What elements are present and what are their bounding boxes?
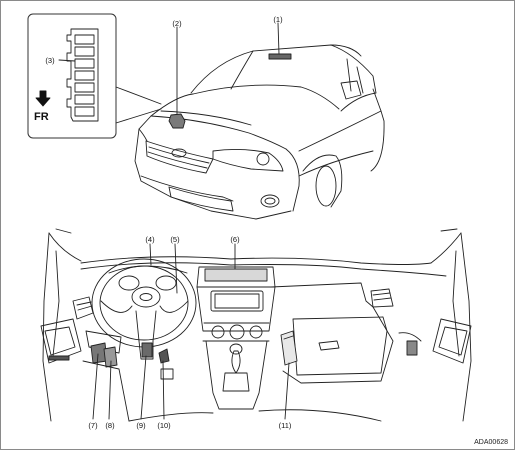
leader-1 [277,22,280,55]
callout-8: (8) [105,421,115,430]
front-direction-label: FR [34,111,49,123]
callout-3: (3) [45,56,55,65]
inset-leader-top [115,86,162,105]
leader-10 [162,360,165,420]
callout-11: (11) [278,421,292,430]
leader-5 [174,243,178,294]
interior-illustration [40,228,472,422]
callout-4: (4) [145,235,155,244]
callout-6: (6) [230,235,240,244]
callout-5: (5) [170,235,180,244]
leader-8 [108,360,112,420]
leader-11 [284,362,290,420]
callout-2: (2) [172,19,182,28]
leader-9 [140,355,147,420]
figure-code: ADA00628 [474,439,508,446]
callout-10: (10) [157,421,171,430]
car-illustration [134,44,385,220]
leader-7 [92,353,99,420]
inset-leader-bottom [115,108,162,124]
fuse-box-inset [27,13,117,139]
callout-7: (7) [88,421,98,430]
callout-9: (9) [136,421,146,430]
callout-1: (1) [273,15,283,24]
leader-4 [149,243,152,266]
